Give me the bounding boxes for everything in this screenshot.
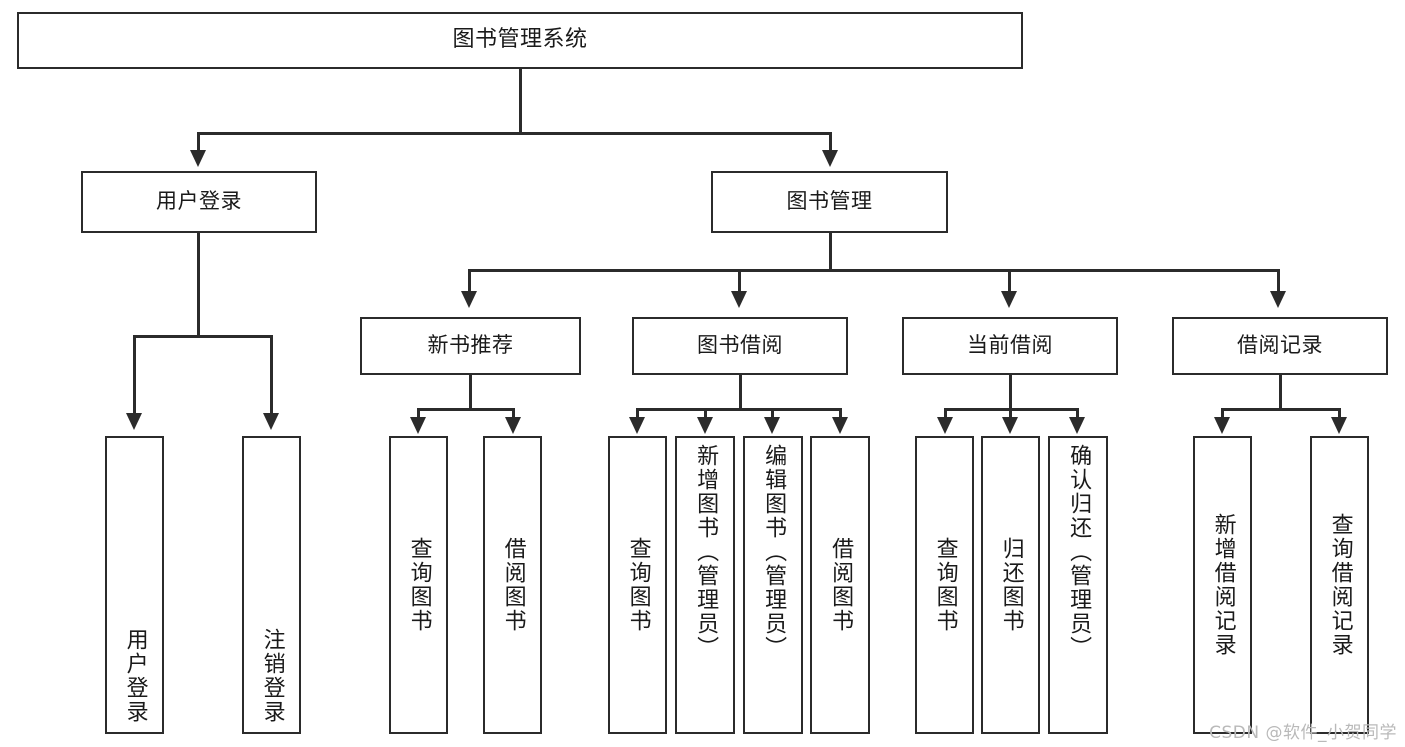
node-book-management-system[interactable]: 图书管理系统	[17, 12, 1023, 69]
connector-book-manage-to-records	[1277, 269, 1280, 295]
leaf-logout-login[interactable]: 注销登录	[242, 436, 301, 734]
connector-borrow-drop-4	[839, 408, 842, 419]
connector-new-rec-drop-2	[512, 408, 515, 419]
node-label: 当前借阅	[967, 333, 1053, 358]
connector-root-stem	[519, 69, 522, 132]
node-user-login[interactable]: 用户登录	[81, 171, 317, 233]
node-book-borrow[interactable]: 图书借阅	[632, 317, 848, 375]
connector-borrow-drop-2	[704, 408, 707, 419]
leaf-label: 查询图书	[625, 537, 651, 633]
connector-records-drop-1	[1221, 408, 1224, 419]
connector-borrow-drop-3	[771, 408, 774, 419]
leaf-add-borrow-record[interactable]: 新增借阅记录	[1193, 436, 1252, 734]
connector-user-login-bus	[133, 335, 273, 338]
connector-current-drop-3	[1076, 408, 1079, 419]
arrow-to-leaf-borrow-book-1	[505, 417, 521, 434]
arrow-to-leaf-add-record	[1214, 417, 1230, 434]
leaf-query-book-current[interactable]: 查询图书	[915, 436, 974, 734]
leaf-add-book-admin[interactable]: 新增图书（管理员）	[675, 436, 735, 734]
connector-borrow-stem	[739, 375, 742, 408]
arrow-to-leaf-query-book-2	[629, 417, 645, 434]
node-new-book-recommend[interactable]: 新书推荐	[360, 317, 581, 375]
leaf-query-book-borrow[interactable]: 查询图书	[608, 436, 667, 734]
leaf-return-book[interactable]: 归还图书	[981, 436, 1040, 734]
node-label: 图书管理系统	[452, 27, 588, 53]
arrow-to-leaf-query-book-3	[937, 417, 953, 434]
arrow-to-book-borrow	[731, 291, 747, 308]
node-label: 借阅记录	[1237, 333, 1323, 358]
leaf-query-borrow-record[interactable]: 查询借阅记录	[1310, 436, 1369, 734]
connector-borrow-drop-1	[636, 408, 639, 419]
connector-current-stem	[1009, 375, 1012, 408]
node-label: 图书管理	[786, 189, 873, 214]
leaf-edit-book-admin[interactable]: 编辑图书（管理员）	[743, 436, 803, 734]
connector-user-login-to-leaf-2	[270, 335, 273, 417]
connector-new-rec-stem	[469, 375, 472, 408]
leaf-borrow-book-borrow[interactable]: 借阅图书	[810, 436, 870, 734]
leaf-borrow-book-new-recommend[interactable]: 借阅图书	[483, 436, 542, 734]
connector-root-to-book-manage	[829, 132, 832, 154]
connector-root-to-user-login	[197, 132, 200, 154]
connector-book-manage-stem	[829, 233, 832, 269]
connector-user-login-to-leaf-1	[133, 335, 136, 417]
connector-user-login-stem	[197, 233, 200, 335]
connector-book-manage-bus	[468, 269, 1279, 272]
arrow-to-leaf-return-book	[1002, 417, 1018, 434]
leaf-label: 查询图书	[932, 537, 958, 633]
arrow-to-current-borrow	[1001, 291, 1017, 308]
node-book-management[interactable]: 图书管理	[711, 171, 948, 233]
arrow-to-leaf-logout-login	[263, 413, 279, 430]
arrow-to-leaf-user-login	[126, 413, 142, 430]
connector-current-drop-1	[944, 408, 947, 419]
leaf-label: 新增图书（管理员）	[693, 444, 719, 660]
arrow-to-leaf-add-book	[697, 417, 713, 434]
leaf-query-book-new-recommend[interactable]: 查询图书	[389, 436, 448, 734]
arrow-to-leaf-query-book-1	[410, 417, 426, 434]
leaf-label: 查询图书	[406, 537, 432, 633]
connector-borrow-bus	[636, 408, 842, 411]
leaf-label: 借阅图书	[828, 537, 854, 633]
arrow-to-user-login	[190, 150, 206, 167]
connector-current-drop-2	[1009, 408, 1012, 419]
leaf-label: 查询借阅记录	[1327, 513, 1353, 657]
arrow-to-new-recommend	[461, 291, 477, 308]
connector-book-manage-to-new-rec	[468, 269, 471, 295]
watermark: CSDN @软件_小贺同学	[1209, 723, 1397, 743]
node-current-borrow[interactable]: 当前借阅	[902, 317, 1118, 375]
leaf-label: 新增借阅记录	[1210, 513, 1236, 657]
arrow-to-borrow-records	[1270, 291, 1286, 308]
connector-records-drop-2	[1338, 408, 1341, 419]
arrow-to-leaf-edit-book	[764, 417, 780, 434]
node-label: 图书借阅	[697, 333, 783, 358]
leaf-label: 确认归还（管理员）	[1066, 444, 1092, 660]
arrow-to-leaf-borrow-book-2	[832, 417, 848, 434]
connector-new-rec-bus	[417, 408, 515, 411]
connector-book-manage-to-current	[1008, 269, 1011, 295]
connector-records-stem	[1279, 375, 1282, 408]
leaf-user-login[interactable]: 用户登录	[105, 436, 164, 734]
leaf-label: 借阅图书	[500, 537, 526, 633]
connector-records-bus	[1221, 408, 1339, 411]
node-label: 用户登录	[156, 189, 242, 214]
node-label: 新书推荐	[427, 333, 514, 358]
connector-new-rec-drop-1	[417, 408, 420, 419]
arrow-to-leaf-query-record	[1331, 417, 1347, 434]
leaf-label: 编辑图书（管理员）	[761, 444, 787, 660]
arrow-to-book-manage	[822, 150, 838, 167]
connector-root-bus	[197, 132, 831, 135]
node-borrow-records[interactable]: 借阅记录	[1172, 317, 1388, 375]
leaf-label: 归还图书	[998, 537, 1024, 633]
arrow-to-leaf-confirm-return	[1069, 417, 1085, 434]
connector-book-manage-to-borrow	[738, 269, 741, 295]
leaf-label: 注销登录	[259, 628, 285, 724]
leaf-label: 用户登录	[122, 628, 148, 724]
leaf-confirm-return-admin[interactable]: 确认归还（管理员）	[1048, 436, 1108, 734]
